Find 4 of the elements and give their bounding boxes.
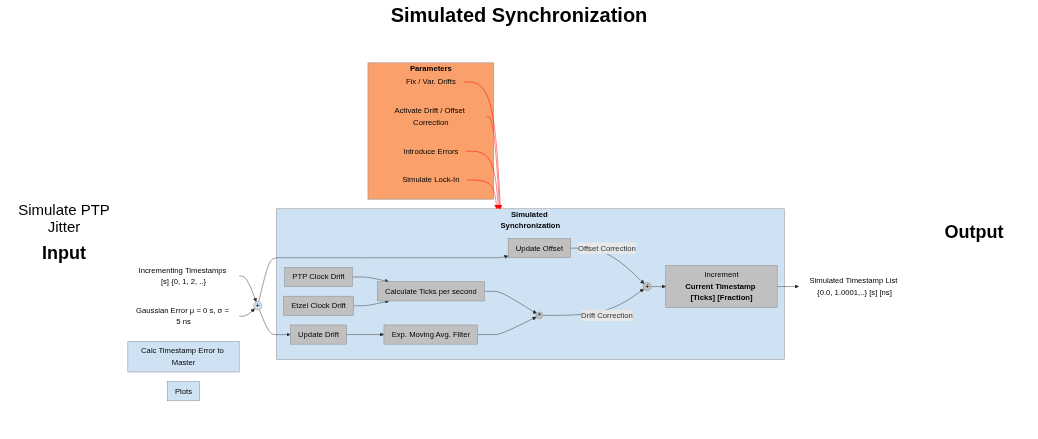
section-label: Output [944,221,1004,243]
section-label: Input [42,242,86,264]
annotation-text: Simulate PTP Jitter [17,200,111,235]
diagram-title: Simulated Synchronization [389,4,649,27]
